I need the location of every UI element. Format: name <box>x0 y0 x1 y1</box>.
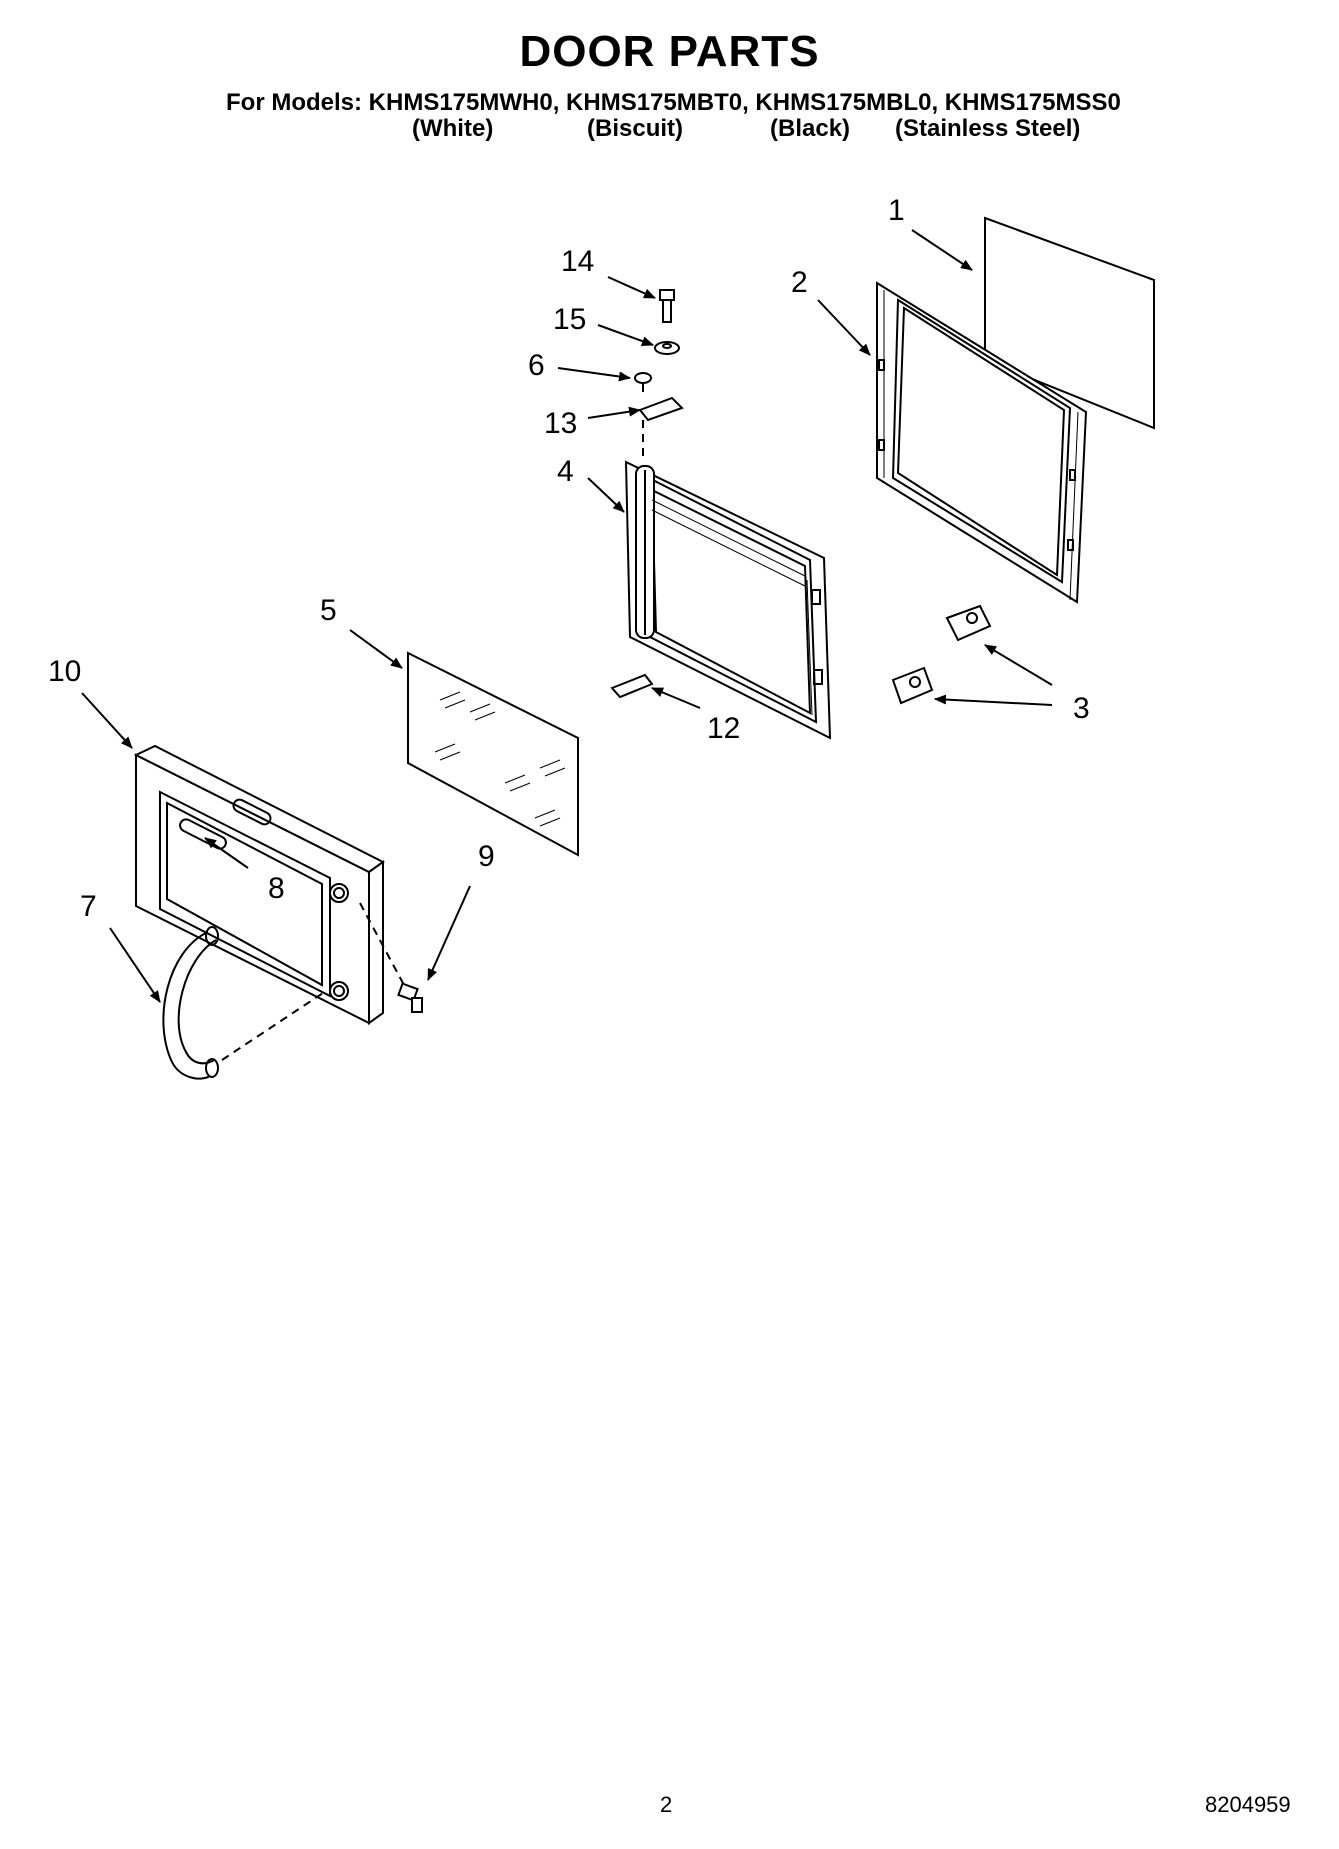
callout-9: 9 <box>478 840 495 873</box>
part-9-screw <box>397 982 423 1013</box>
part-13-hinge-bracket <box>638 396 684 422</box>
document-number: 8204959 <box>1205 1792 1291 1817</box>
callout-7: 7 <box>80 890 97 923</box>
part-12-hinge-bracket <box>610 673 654 699</box>
part-2-door-frame <box>876 281 1088 604</box>
callout-12: 12 <box>707 712 740 745</box>
page-title: DOOR PARTS <box>519 27 820 76</box>
callout-labels: 1 2 14 15 6 13 4 5 3 12 10 9 7 8 <box>48 194 1090 923</box>
part-15-washer <box>654 341 680 355</box>
part-3-latches <box>891 604 992 705</box>
variant-white: (White) <box>412 115 494 142</box>
models-line: For Models: KHMS175MWH0, KHMS175MBT0, KH… <box>226 89 1121 116</box>
callout-2: 2 <box>791 266 808 299</box>
variant-black: (Black) <box>770 115 851 142</box>
part-4-inner-door <box>624 460 832 740</box>
variant-biscuit: (Biscuit) <box>587 115 683 142</box>
callout-5: 5 <box>320 594 337 627</box>
callout-15: 15 <box>553 303 586 336</box>
variant-stainless-steel: (Stainless Steel) <box>895 115 1081 142</box>
assembly-lines <box>221 420 644 1061</box>
callout-6: 6 <box>528 349 545 382</box>
part-14-screw <box>659 289 675 323</box>
leader-arrows <box>81 229 1053 1003</box>
page-number: 2 <box>660 1792 673 1817</box>
part-6-rivet <box>634 372 652 392</box>
callout-14: 14 <box>561 245 594 278</box>
callout-10: 10 <box>48 655 81 688</box>
part-7-handle <box>162 926 219 1080</box>
callout-1: 1 <box>888 194 905 227</box>
callout-3: 3 <box>1073 692 1090 725</box>
callout-13: 13 <box>544 407 577 440</box>
callout-8: 8 <box>268 872 285 905</box>
callout-4: 4 <box>557 455 574 488</box>
part-5-glass-pane <box>407 651 579 857</box>
part-10-door-panel <box>133 744 385 1025</box>
